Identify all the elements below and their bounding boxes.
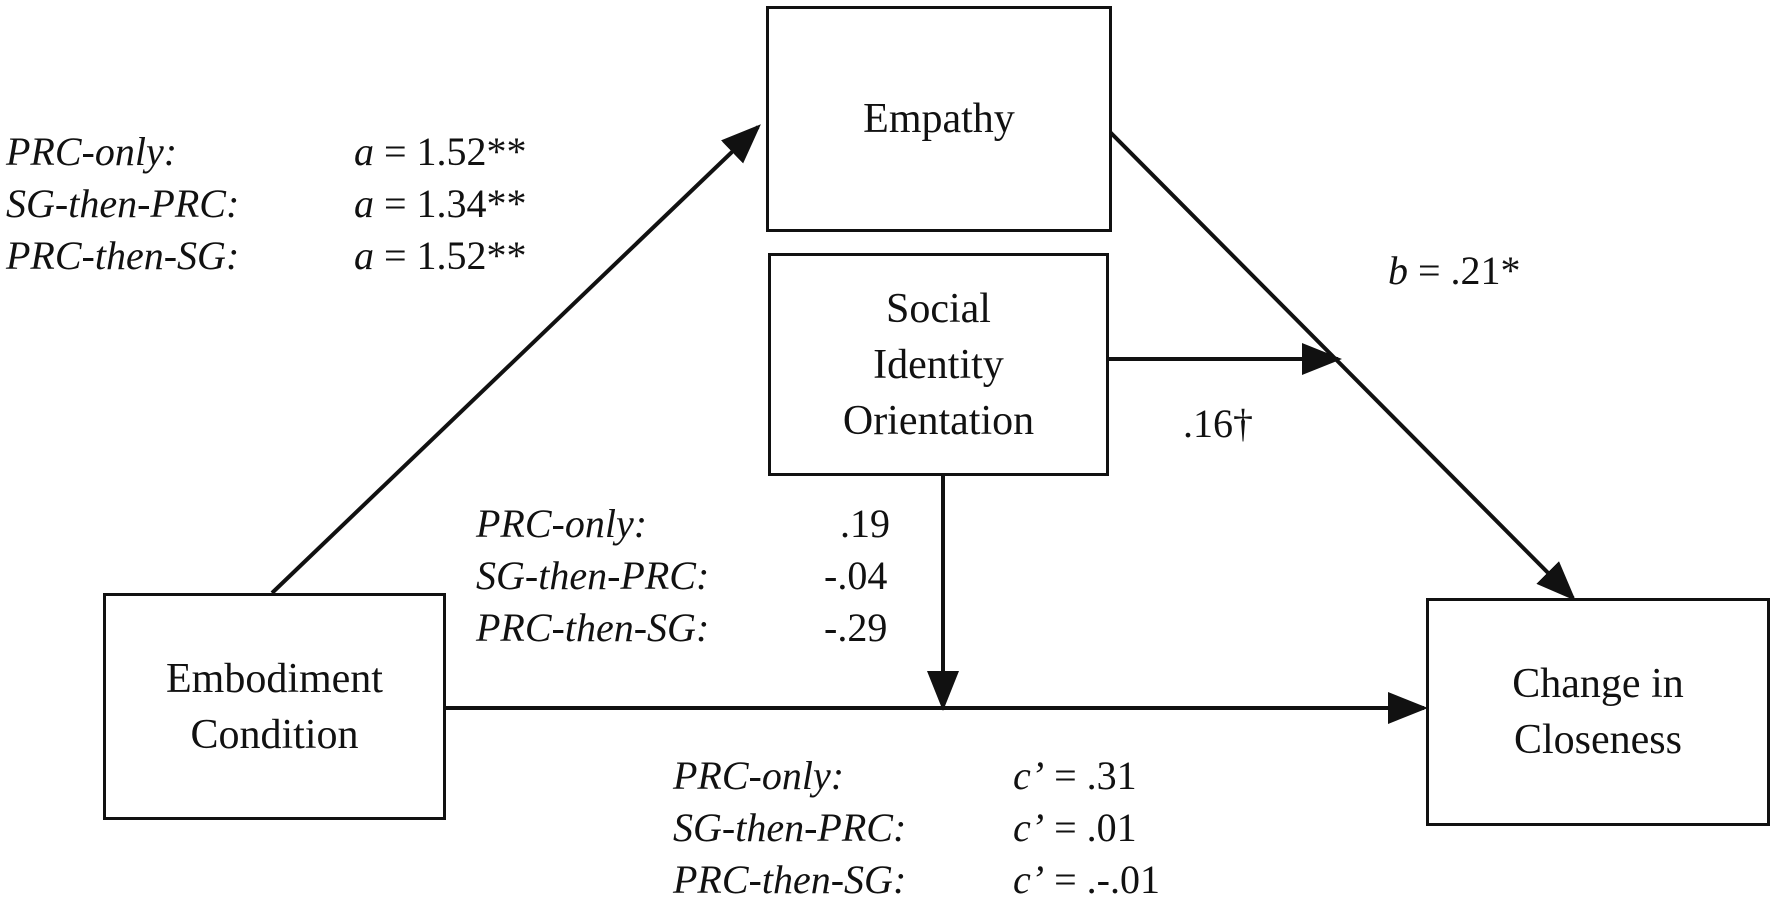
node-embodiment-condition: Embodiment Condition: [103, 593, 446, 820]
moderation-c-coefficients: PRC-only: .19 SG-then-PRC: -.04 PRC-then…: [476, 500, 916, 656]
c-prime-coefficients: PRC-only: c’ = .31 SG-then-PRC: c’ = .01…: [673, 752, 1233, 908]
c-prime-symbol: c’: [1013, 753, 1045, 798]
a-row-value: = 1.34**: [384, 181, 527, 226]
node-empathy-label: Empathy: [863, 96, 1015, 142]
moderation-c-value: -.29: [824, 605, 888, 650]
b-path-coefficient: b = .21*: [1388, 247, 1521, 295]
c-prime-value: = .-.01: [1054, 857, 1160, 902]
c-prime-row: PRC-then-SG: c’ = .-.01: [673, 856, 1233, 908]
a-row-condition: SG-then-PRC:: [6, 181, 240, 226]
c-prime-condition: PRC-only:: [673, 753, 845, 798]
a-symbol: a: [354, 233, 374, 278]
node-closeness-line-2: Closeness: [1514, 717, 1682, 763]
moderation-c-condition: PRC-only:: [476, 501, 648, 546]
moderation-c-row: SG-then-PRC: -.04: [476, 552, 916, 604]
moderation-c-value: -.04: [824, 553, 888, 598]
a-row-value: = 1.52**: [384, 233, 527, 278]
a-row-value: = 1.52**: [384, 129, 527, 174]
a-row-condition: PRC-only:: [6, 129, 178, 174]
a-row: PRC-only: a = 1.52**: [6, 128, 566, 180]
node-embodiment-line-2: Condition: [190, 711, 359, 758]
node-social-identity-line-3: Orientation: [842, 397, 1035, 444]
a-row: PRC-then-SG: a = 1.52**: [6, 232, 566, 284]
moderation-c-value: .19: [840, 501, 890, 546]
c-prime-value: = .31: [1054, 753, 1137, 798]
a-symbol: a: [354, 181, 374, 226]
a-path-coefficients: PRC-only: a = 1.52** SG-then-PRC: a = 1.…: [6, 128, 566, 284]
node-closeness-line-1: Change in: [1512, 661, 1684, 707]
a-row: SG-then-PRC: a = 1.34**: [6, 180, 566, 232]
b-symbol: b: [1388, 248, 1408, 293]
a-row-condition: PRC-then-SG:: [6, 233, 240, 278]
c-prime-row: SG-then-PRC: c’ = .01: [673, 804, 1233, 856]
c-prime-condition: PRC-then-SG:: [673, 857, 907, 902]
c-prime-row: PRC-only: c’ = .31: [673, 752, 1233, 804]
moderation-c-row: PRC-then-SG: -.29: [476, 604, 916, 656]
c-prime-condition: SG-then-PRC:: [673, 805, 907, 850]
moderation-b-coefficient: .16†: [1183, 401, 1253, 446]
moderation-c-condition: SG-then-PRC:: [476, 553, 710, 598]
b-value: = .21*: [1418, 248, 1521, 293]
node-social-identity-line-2: Identity: [873, 341, 1004, 388]
node-empathy: Empathy: [766, 6, 1112, 232]
moderation-c-condition: PRC-then-SG:: [476, 605, 710, 650]
c-prime-symbol: c’: [1013, 857, 1045, 902]
node-social-identity-line-1: Social: [886, 285, 991, 332]
node-social-identity-orientation: Social Identity Orientation: [768, 253, 1109, 476]
arrow-b: [1104, 126, 1576, 601]
arrow-a: [270, 124, 761, 595]
c-prime-value: = .01: [1054, 805, 1137, 850]
a-symbol: a: [354, 129, 374, 174]
c-prime-symbol: c’: [1013, 805, 1045, 850]
node-change-in-closeness: Change in Closeness: [1426, 598, 1770, 826]
node-embodiment-line-1: Embodiment: [166, 655, 383, 702]
moderation-c-row: PRC-only: .19: [476, 500, 916, 552]
